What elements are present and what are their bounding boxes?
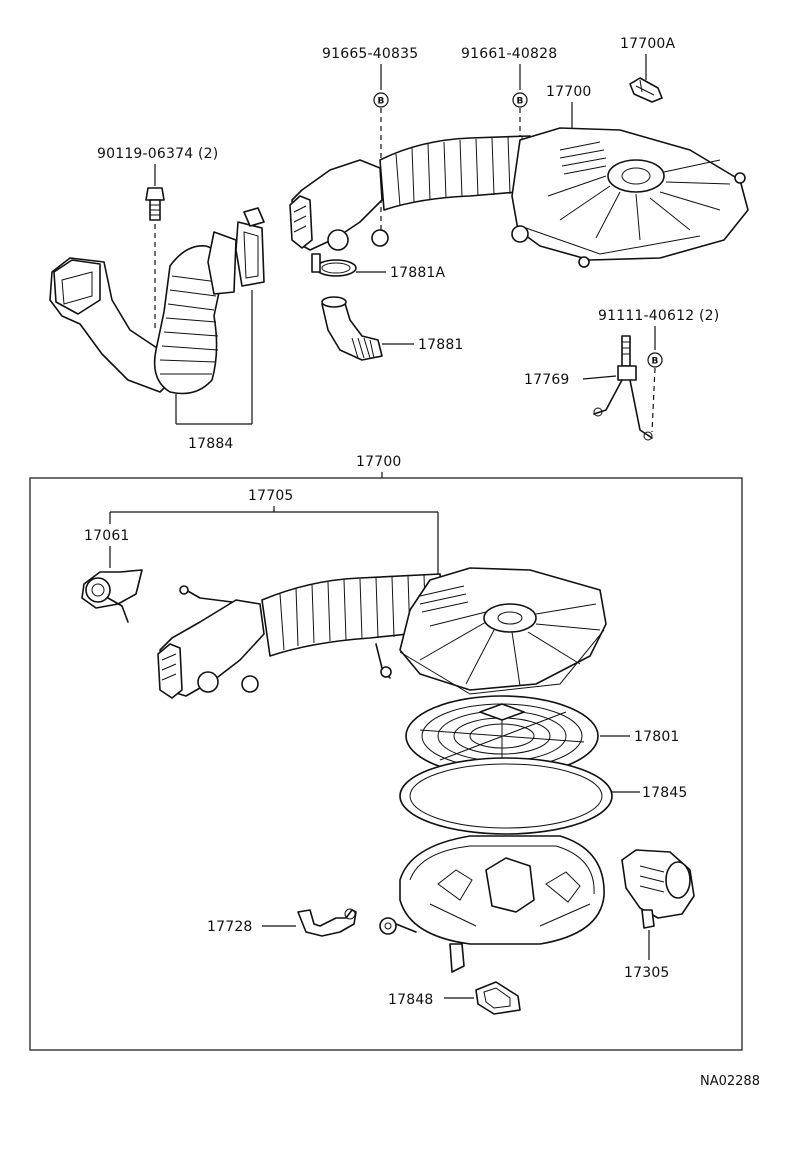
- sensor-17305-icon: [621, 849, 695, 929]
- hose-17884: [49, 207, 265, 395]
- gasket-17845: [399, 757, 613, 835]
- assembly-box: [29, 477, 743, 1051]
- gasket-17848-icon: [475, 981, 521, 1015]
- badge-b-icon: B: [373, 92, 389, 108]
- air-cleaner-cover-17705: [157, 567, 607, 699]
- clamp-17881A-icon: [311, 253, 357, 277]
- label-17305: 17305: [624, 965, 670, 981]
- label-90119-06374: 90119-06374 (2): [97, 146, 218, 162]
- svg-text:B: B: [652, 357, 659, 367]
- label-91111-40612: 91111-40612 (2): [598, 308, 719, 324]
- sensor-17728-icon: [297, 908, 357, 937]
- drawing-code: NA02288: [700, 1074, 760, 1089]
- label-17801: 17801: [634, 729, 680, 745]
- valve-17061-icon: [81, 569, 143, 623]
- bracket-17769: [593, 335, 653, 441]
- label-17881: 17881: [418, 337, 464, 353]
- badge-b-icon: B: [512, 92, 528, 108]
- label-17881A: 17881A: [390, 265, 446, 281]
- dash-91111: [651, 367, 656, 433]
- label-17848: 17848: [388, 992, 434, 1008]
- label-17061: 17061: [84, 528, 130, 544]
- label-17769: 17769: [524, 372, 570, 388]
- label-91665-40835: 91665-40835: [322, 46, 418, 62]
- clip-17700A-icon: [629, 77, 663, 103]
- badge-b-icon: B: [647, 352, 663, 368]
- svg-text:B: B: [517, 97, 524, 107]
- label-17884: 17884: [188, 436, 234, 452]
- svg-text:B: B: [378, 97, 385, 107]
- leader-17769: [582, 375, 617, 380]
- hose-17881: [321, 296, 383, 361]
- air-cleaner-assembly-top: [289, 127, 749, 268]
- label-17728: 17728: [207, 919, 253, 935]
- air-cleaner-case-lower: [379, 835, 605, 973]
- label-91661-40828: 91661-40828: [461, 46, 557, 62]
- label-17845: 17845: [642, 785, 688, 801]
- label-17705: 17705: [248, 488, 294, 504]
- label-17700-top: 17700: [546, 84, 592, 100]
- bolt-90119-icon: [145, 187, 165, 221]
- label-17700A: 17700A: [620, 36, 676, 52]
- label-17700-box: 17700: [356, 454, 402, 470]
